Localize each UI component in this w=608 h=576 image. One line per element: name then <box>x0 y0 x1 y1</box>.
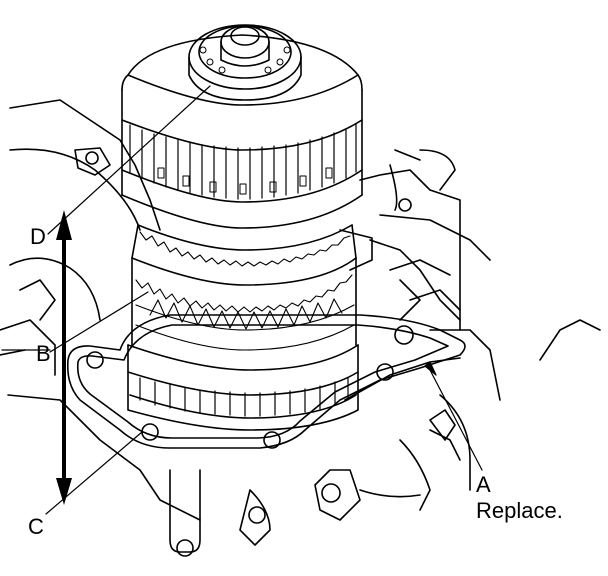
callout-a-label: A <box>476 472 491 497</box>
shaft-bearing <box>188 24 302 101</box>
gear-stack <box>131 224 373 351</box>
callout-d-label: D <box>30 224 46 249</box>
gasket-flange <box>66 314 466 449</box>
lower-clutch-drum <box>127 344 359 431</box>
callout-c-label: C <box>28 514 44 539</box>
upper-clutch-drum <box>121 34 363 229</box>
measurement-arrow <box>56 210 72 505</box>
leader-lines <box>1 85 483 515</box>
callout-b-label: B <box>36 341 51 366</box>
gasket-outline-right <box>344 357 461 401</box>
callout-a-note: Replace. <box>476 498 563 523</box>
